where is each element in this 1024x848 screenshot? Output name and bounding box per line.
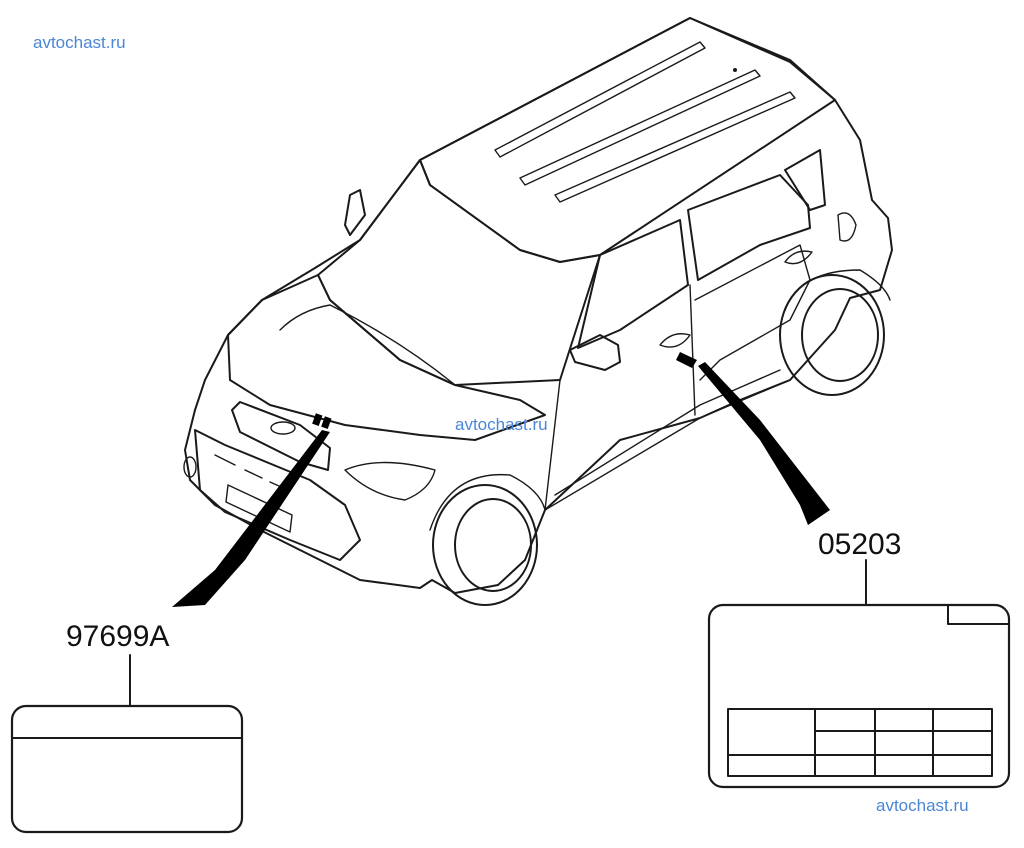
left-mirror bbox=[344, 189, 366, 236]
tire-pressure-table bbox=[727, 708, 993, 777]
rear-quarter-window bbox=[784, 149, 826, 211]
watermark-center: avtochast.ru bbox=[455, 415, 548, 434]
front-door-line bbox=[544, 284, 696, 511]
car-body-outline bbox=[184, 17, 893, 594]
rear-door-handle bbox=[784, 250, 813, 265]
front-door-handle bbox=[659, 333, 691, 348]
watermark-bottom-right: avtochast.ru bbox=[876, 796, 969, 815]
front-bumper bbox=[194, 429, 361, 561]
rear-wheel bbox=[779, 269, 891, 396]
rear-side-window bbox=[687, 174, 811, 281]
front-wheel bbox=[429, 473, 546, 606]
headlight bbox=[344, 461, 436, 501]
label-05203-card bbox=[707, 603, 1011, 789]
door-label-leader bbox=[676, 352, 867, 606]
hood bbox=[227, 274, 546, 441]
part-number-05203: 05203 bbox=[818, 528, 902, 561]
roof-rails bbox=[494, 41, 796, 203]
tail-light bbox=[837, 212, 857, 242]
label-97699a-card bbox=[10, 704, 244, 834]
part-number-97699a: 97699A bbox=[66, 620, 170, 653]
watermark-top-left: avtochast.ru bbox=[33, 33, 126, 52]
front-grille bbox=[231, 401, 331, 471]
front-side-window bbox=[577, 219, 689, 349]
hood-label-leader bbox=[129, 413, 332, 706]
car-roof bbox=[419, 17, 836, 263]
car-illustration bbox=[183, 17, 893, 606]
right-mirror bbox=[569, 334, 621, 371]
